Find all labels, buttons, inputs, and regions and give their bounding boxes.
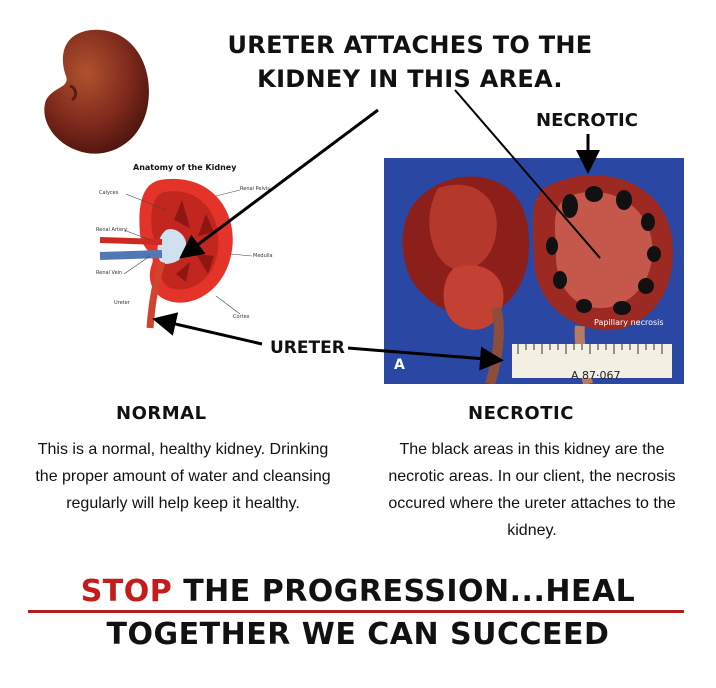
photo-panel-letter: A bbox=[394, 357, 405, 373]
diagram-title: Anatomy of the Kidney bbox=[133, 163, 237, 172]
ruler-text: A 87·067 bbox=[571, 369, 621, 382]
normal-description: This is a normal, healthy kidney. Drinki… bbox=[35, 441, 331, 512]
label-renal-pelvis: Renal Pelvis bbox=[240, 186, 270, 192]
ureter-arrow-right bbox=[347, 346, 504, 371]
headline-line-2: KIDNEY IN THIS AREA. bbox=[257, 65, 563, 93]
normal-heading: NORMAL bbox=[116, 403, 207, 424]
stop-word: STOP bbox=[80, 574, 173, 609]
papillary-necrosis-label: Papillary necrosis bbox=[594, 318, 664, 327]
necrotic-description: The black areas in this kidney are the n… bbox=[388, 441, 676, 539]
necrotic-callout: NECROTIC bbox=[536, 110, 638, 131]
kidney-photo bbox=[44, 29, 149, 154]
ureter-arrow-left bbox=[152, 312, 263, 346]
ureter-callout: URETER bbox=[270, 338, 345, 358]
together-line: TOGETHER WE CAN SUCCEED bbox=[106, 617, 610, 652]
ureter-area-arrow-left bbox=[179, 108, 379, 259]
red-divider bbox=[28, 610, 684, 613]
headline: URETER ATTACHES TO THE KIDNEY IN THIS AR… bbox=[180, 28, 640, 96]
ureter-area-arrow-right bbox=[454, 89, 601, 259]
necrotic-heading: NECROTIC bbox=[468, 403, 574, 424]
label-medulla: Medulla bbox=[253, 253, 273, 259]
label-renal-vein: Renal Vein bbox=[96, 270, 123, 276]
label-calyces: Calyces bbox=[99, 190, 119, 196]
label-cortex: Cortex bbox=[233, 314, 250, 320]
necrotic-kidney-photo bbox=[384, 158, 684, 384]
stop-progression-line: STOP THE PROGRESSION...HEAL bbox=[0, 574, 716, 609]
stop-rest: THE PROGRESSION...HEAL bbox=[172, 574, 636, 609]
headline-line-1: URETER ATTACHES TO THE bbox=[227, 31, 593, 59]
label-ureter: Ureter bbox=[114, 300, 130, 306]
label-renal-artery: Renal Artery bbox=[96, 227, 128, 233]
